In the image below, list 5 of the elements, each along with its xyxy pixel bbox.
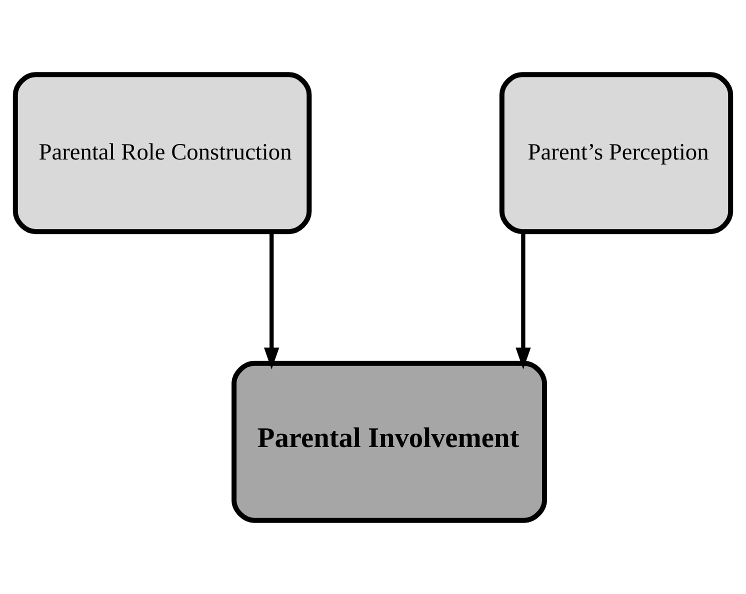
arrow [264, 232, 280, 369]
node-box: Parental Involvement [232, 360, 547, 522]
arrow [516, 232, 531, 369]
node-box: Parental Role Construction [12, 72, 312, 234]
node-box: Parent’s Perception [499, 72, 734, 234]
